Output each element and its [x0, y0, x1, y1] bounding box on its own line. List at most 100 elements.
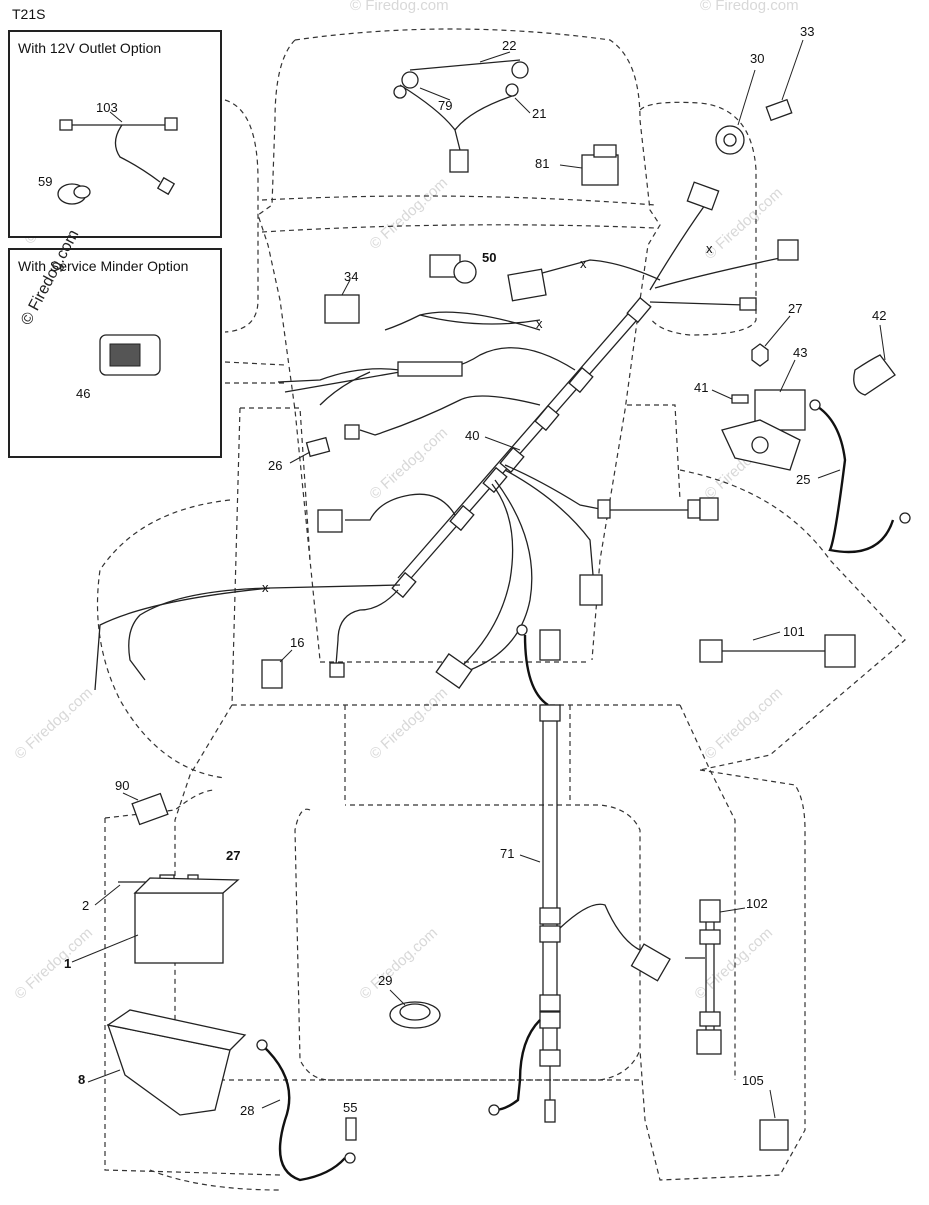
connector	[739, 297, 757, 311]
connector	[329, 662, 345, 678]
inset-service-minder: With Service Minder Option 46	[8, 248, 222, 458]
light-harness	[393, 51, 531, 173]
bolt	[731, 394, 749, 404]
harness-clip	[449, 504, 475, 532]
label-81: 81	[535, 156, 549, 171]
circuit-breaker	[131, 792, 169, 826]
harness-clip	[568, 366, 594, 394]
label-25: 25	[796, 472, 810, 487]
svg-text:x: x	[536, 316, 543, 331]
label-27: 27	[788, 301, 802, 316]
key	[765, 98, 793, 122]
label-42: 42	[872, 308, 886, 323]
label-71: 71	[500, 846, 514, 861]
part-labels: 22 79 21 81 30 33 50 34 27 42 43 41 40 2…	[64, 24, 886, 1118]
plunger-switch-50	[429, 254, 547, 302]
label-90: 90	[115, 778, 129, 793]
label-22: 22	[502, 38, 516, 53]
battery	[134, 892, 224, 964]
bulb-socket	[505, 83, 519, 97]
ignition-switch	[715, 39, 804, 155]
watermark: © Firedog.com	[366, 174, 451, 253]
label-41: 41	[694, 380, 708, 395]
switch-34	[324, 294, 360, 324]
label-103: 103	[96, 100, 118, 115]
svg-text:x: x	[706, 241, 713, 256]
diagram-code: T21S	[12, 6, 46, 22]
label-27-battery: 27	[226, 848, 240, 863]
pad	[507, 268, 547, 302]
battery-assembly	[71, 874, 240, 964]
connector	[344, 424, 360, 440]
label-101: 101	[783, 624, 805, 639]
battery-tray	[87, 1009, 247, 1116]
adapter-101	[699, 631, 856, 668]
solenoid-assembly	[711, 315, 911, 554]
connector	[317, 509, 343, 533]
label-46: 46	[76, 386, 90, 401]
label-43: 43	[793, 345, 807, 360]
connector	[449, 149, 469, 173]
fuse-holder	[397, 361, 463, 377]
label-28: 28	[240, 1103, 254, 1118]
harness-102	[685, 899, 746, 1055]
harness-clip	[534, 404, 560, 432]
label-40: 40	[465, 428, 479, 443]
label-102: 102	[746, 896, 768, 911]
label-26: 26	[268, 458, 282, 473]
main-harness: x x x x	[94, 204, 781, 691]
label-50: 50	[482, 250, 496, 265]
cable-end	[344, 1152, 356, 1164]
watermark: © Firedog.com	[350, 0, 449, 14]
inset-drawing: 46	[76, 334, 161, 401]
bolt-55	[345, 1117, 357, 1141]
inset-12v-outlet: With 12V Outlet Option 103 59	[8, 30, 222, 238]
inset-drawing: 103 59	[38, 100, 178, 205]
relay	[581, 154, 619, 186]
connector	[579, 574, 603, 606]
boot	[853, 354, 896, 396]
label-59: 59	[38, 174, 52, 189]
watermark: © Firedog.com	[701, 684, 786, 763]
harness-clip	[597, 499, 611, 519]
harness-71	[488, 624, 671, 1123]
inset-title: With 12V Outlet Option	[18, 40, 162, 56]
relay-81	[559, 144, 619, 186]
connector	[630, 943, 671, 982]
bulb-socket	[401, 71, 419, 89]
connector	[686, 181, 720, 211]
watermark: © Firedog.com	[356, 924, 441, 1003]
bulb-socket	[393, 85, 407, 99]
harness-clip	[626, 296, 652, 324]
watermark: © Firedog.com	[11, 684, 96, 763]
bulb-socket	[511, 61, 529, 79]
cable-end	[256, 1039, 268, 1051]
label-29: 29	[378, 973, 392, 988]
connector-16	[261, 659, 283, 689]
watermark: © Firedog.com	[366, 424, 451, 503]
label-55: 55	[343, 1100, 357, 1115]
switch-105	[759, 1119, 789, 1151]
connector	[777, 239, 799, 261]
watermark: © Firedog.com	[366, 684, 451, 763]
nut	[751, 343, 769, 367]
label-16: 16	[290, 635, 304, 650]
fuse-26	[305, 436, 331, 458]
watermark: © Firedog.com	[700, 0, 799, 14]
label-1: 1	[64, 956, 71, 971]
harness-clip	[391, 571, 417, 599]
label-8: 8	[78, 1072, 85, 1087]
inset-title: With Service Minder Option	[18, 258, 189, 274]
label-105: 105	[742, 1073, 764, 1088]
watermark: © Firedog.com	[11, 924, 96, 1003]
connector	[435, 653, 473, 689]
connector	[699, 497, 719, 521]
tractor-outline	[96, 28, 906, 1191]
svg-text:x: x	[262, 580, 269, 595]
label-30: 30	[750, 51, 764, 66]
label-33: 33	[800, 24, 814, 39]
label-79: 79	[438, 98, 452, 113]
svg-text:x: x	[580, 256, 587, 271]
label-21: 21	[532, 106, 546, 121]
